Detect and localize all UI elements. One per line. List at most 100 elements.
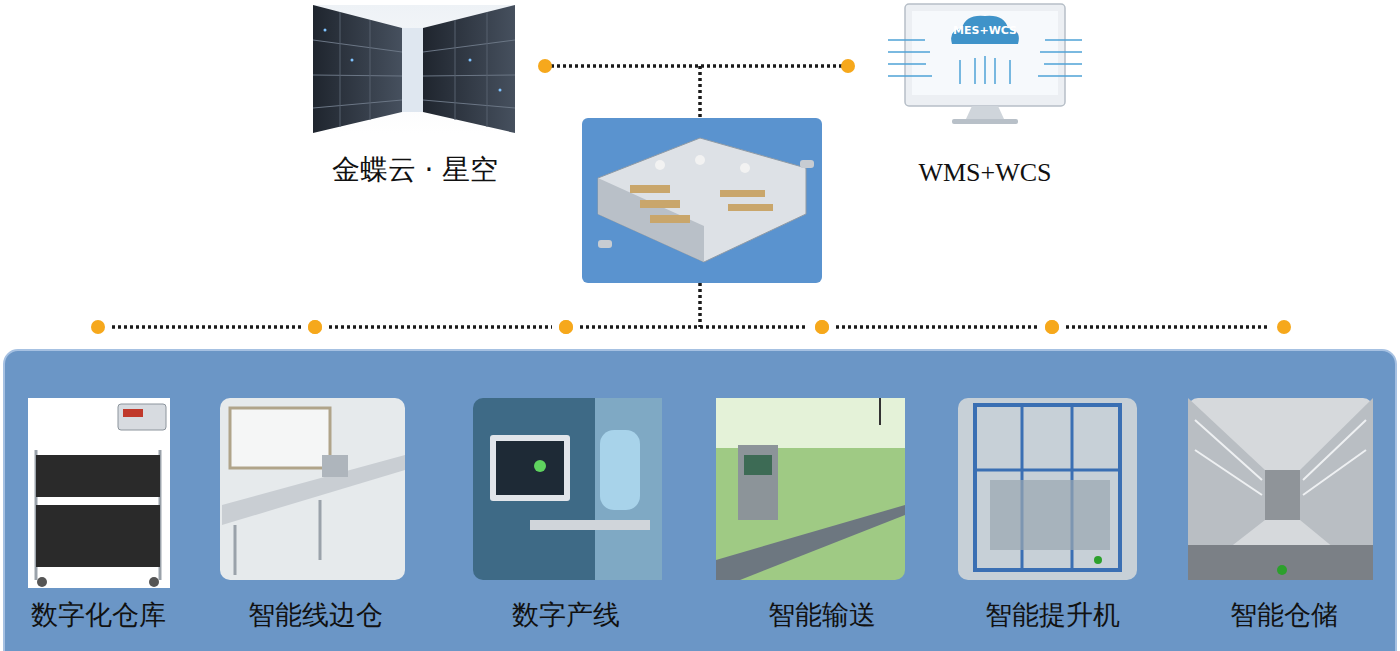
line-side-photo	[234, 525, 237, 575]
conveyor-photo	[744, 455, 772, 475]
dotted-wire	[700, 66, 701, 327]
cart-photo	[123, 409, 143, 417]
storage-photo	[1188, 398, 1373, 580]
server-illustration	[499, 89, 502, 92]
storage-photo	[1188, 545, 1373, 580]
bottom-band	[4, 350, 1396, 651]
server-illustration	[487, 12, 488, 127]
line-side-photo	[220, 398, 405, 580]
production-line-photo	[473, 398, 662, 580]
server-illustration	[313, 5, 515, 133]
node-label: WMS+WCS	[848, 155, 1122, 191]
storage-photo	[1195, 420, 1366, 495]
monitor-illustration	[912, 11, 1058, 95]
monitor-illustration	[888, 4, 1082, 124]
node-label: 数字产线	[468, 597, 664, 633]
server-node: 金蝶云 · 星空	[285, 0, 545, 192]
warehouse-model	[650, 215, 690, 223]
cart-photo	[149, 577, 159, 587]
warehouse-model	[640, 200, 680, 208]
junction-dot	[1045, 320, 1059, 334]
warehouse-model	[598, 138, 806, 262]
warehouse-model	[582, 118, 822, 283]
warehouse-model	[728, 204, 773, 211]
server-illustration	[313, 40, 402, 52]
monitor-illustration	[952, 119, 1018, 124]
conveyor-photo	[716, 398, 905, 448]
dotted-connector	[836, 325, 1038, 329]
screen-text: MES+WCS	[848, 24, 1122, 38]
server-illustration	[340, 12, 341, 127]
dotted-connector	[580, 325, 808, 329]
dotted-wire	[698, 66, 702, 118]
junction-dot	[308, 320, 322, 334]
server-illustration	[469, 59, 472, 62]
server-illustration	[423, 100, 515, 108]
facility-node: 数字化仓库	[0, 327, 196, 637]
dotted-connector	[545, 64, 848, 68]
production-line-photo	[600, 430, 640, 510]
production-line-photo	[473, 398, 662, 580]
server-illustration	[370, 20, 371, 120]
production-line-photo	[595, 398, 662, 580]
junction-dot	[308, 320, 322, 334]
cart-photo	[36, 505, 160, 567]
conveyor-photo	[738, 445, 778, 520]
server-illustration	[313, 5, 402, 133]
junction-dot	[559, 320, 573, 334]
server-illustration	[455, 20, 456, 120]
server-illustration	[313, 75, 402, 76]
monitor-illustration	[905, 4, 1065, 106]
junction-dot	[538, 59, 552, 73]
cart-photo	[118, 404, 166, 430]
monitor-node: MES+WCS WMS+WCS	[848, 0, 1122, 195]
facility-node: 智能输送	[724, 327, 920, 637]
facility-node: 智能仓储	[1186, 327, 1382, 637]
conveyor-photo	[716, 398, 905, 580]
server-illustration	[324, 29, 327, 32]
warehouse-model	[740, 163, 750, 173]
dotted-connector	[1066, 325, 1270, 329]
dotted-wire	[698, 283, 702, 327]
facility-node: 智能线边仓	[217, 327, 413, 637]
node-label: 智能提升机	[954, 597, 1150, 633]
conveyor-photo	[716, 505, 905, 580]
lifter-photo	[975, 469, 1120, 472]
bottom-band	[4, 350, 1396, 651]
warehouse-model	[720, 190, 765, 197]
storage-photo	[1265, 470, 1300, 520]
junction-dot	[1045, 320, 1059, 334]
production-line-photo	[496, 441, 564, 495]
junction-dot	[91, 320, 105, 334]
lifter-photo	[958, 398, 1137, 580]
warehouse-model	[598, 240, 612, 248]
warehouse-model	[695, 155, 705, 165]
cart-photo	[28, 398, 170, 588]
server-illustration	[423, 5, 515, 133]
warehouse-model	[630, 185, 670, 193]
production-line-photo	[534, 460, 546, 472]
cart-photo	[28, 398, 170, 588]
line-side-photo	[230, 408, 330, 468]
conveyor-photo	[879, 398, 881, 425]
monitor-illustration	[960, 56, 1010, 84]
warehouse-model	[800, 160, 814, 168]
warehouse-model	[582, 118, 822, 283]
junction-dot	[815, 320, 829, 334]
server-illustration	[402, 28, 423, 112]
production-line-photo	[490, 435, 570, 501]
storage-photo	[1277, 565, 1287, 575]
node-label: 数字化仓库	[0, 597, 196, 633]
junction-dot	[559, 320, 573, 334]
lifter-photo	[958, 398, 1137, 580]
dotted-connector	[329, 325, 552, 329]
line-side-photo	[220, 398, 405, 580]
facility-node: 数字产线	[468, 327, 664, 637]
cart-photo	[36, 455, 160, 497]
line-side-photo	[319, 500, 322, 560]
monitor-illustration	[966, 106, 1004, 119]
lifter-photo	[1094, 556, 1102, 564]
facility-node: 智能提升机	[954, 327, 1150, 637]
